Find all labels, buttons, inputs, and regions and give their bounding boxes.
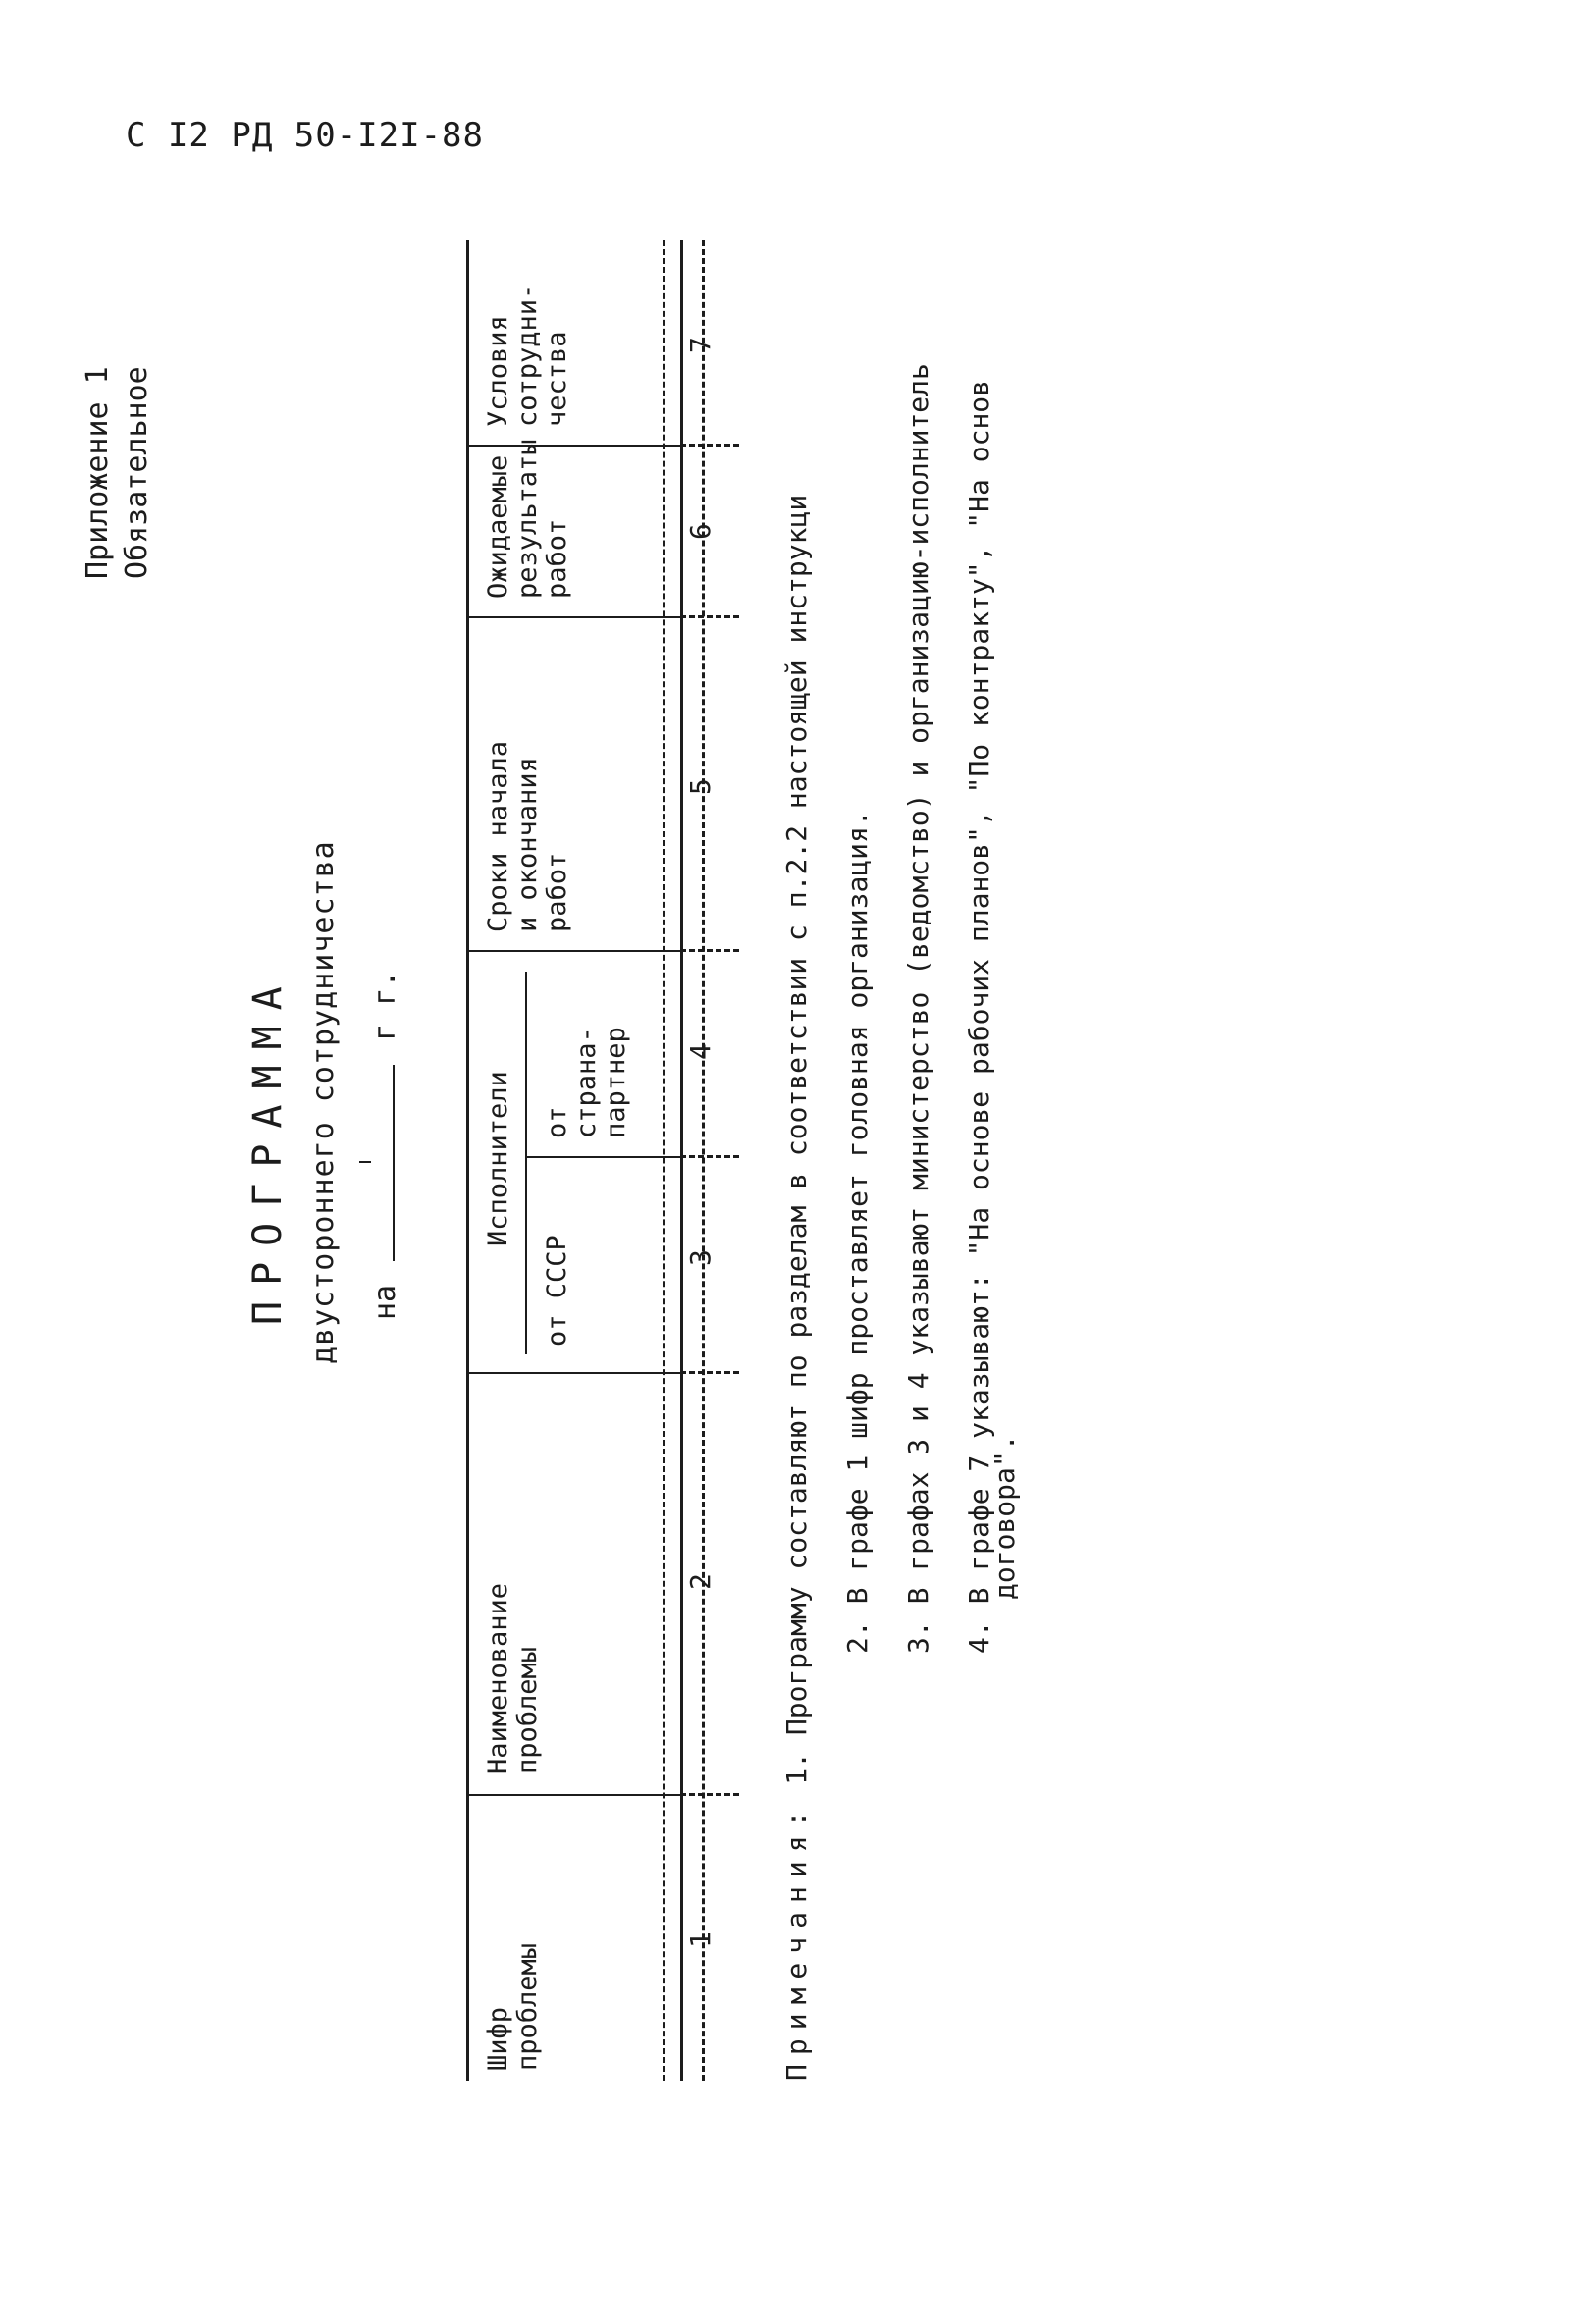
table-col-sep-3 [466,950,680,952]
table-top-rule [466,240,469,2081]
column-header-results: Ожидаемые результаты работ [483,439,572,599]
executors-subrule [525,972,527,1354]
program-title: ПРОГРАММА [245,971,291,1325]
program-period: на г г. [359,970,402,1320]
appendix-label: Приложение 1 Обязательное [79,366,157,579]
table-col-sep-4 [466,616,680,618]
note-item-4-continuation: договора". [988,1434,1021,1600]
column-header-terms: Сроки начала и окончания работ [483,740,572,932]
program-form-table: Шифр проблемы Наименование проблемы Испо… [466,240,746,2081]
notes-line-1: Примечания: 1. Программу составляют по р… [780,495,814,2081]
appendix-status: Обязательное [120,366,154,579]
column-number-1: 1 [684,1931,717,1948]
appendix-number: Приложение 1 [80,366,115,579]
table-col-sep-1 [466,1794,680,1796]
column-number-3: 3 [684,1249,717,1266]
note-item-1: 1. Программу составляют по разделам в со… [780,494,813,1785]
row-dash-2 [680,1371,739,1374]
rotated-form-sheet: Приложение 1 Обязательное ПРОГРАММА двус… [79,167,1531,2208]
column-header-from-partner: от страна- партнер [542,1027,631,1138]
table-header-rule [680,240,683,2081]
column-header-executors: Исполнители [483,1071,513,1246]
program-subtitle: двустороннего сотрудничества [306,840,341,1364]
executors-subcol-sep [525,1156,680,1158]
row-dash-3 [680,1155,739,1158]
note-item-2: 2. В графе 1 шифр проставляет головная о… [841,810,874,1654]
row-dash-4 [680,949,739,952]
column-number-2: 2 [684,1573,717,1590]
period-suffix: г г. [368,970,402,1041]
column-number-5: 5 [684,778,717,795]
row-dash-5 [680,615,739,618]
column-number-6: 6 [684,523,717,540]
table-dashed-rule-1 [663,240,665,2081]
column-header-code: Шифр проблемы [483,1942,543,2071]
period-blank [359,1064,395,1261]
table-col-sep-2 [466,1372,680,1374]
row-dash-6 [680,444,739,447]
document-code: С I2 РД 50-I2I-88 [126,116,484,155]
table-dashed-rule-2 [702,240,705,2081]
column-number-4: 4 [684,1043,717,1060]
note-item-3: 3. В графах 3 и 4 указывают министерство… [902,363,934,1654]
column-header-name: Наименование проблемы [483,1582,543,1774]
column-number-7: 7 [684,337,717,353]
period-prefix: на [368,1284,402,1320]
notes-title: Примечания: [780,1801,813,2081]
column-header-from-ussr: от СССР [542,1235,572,1347]
row-dash-1 [680,1793,739,1796]
column-header-conditions: Условия сотрудни- чества [483,283,572,427]
